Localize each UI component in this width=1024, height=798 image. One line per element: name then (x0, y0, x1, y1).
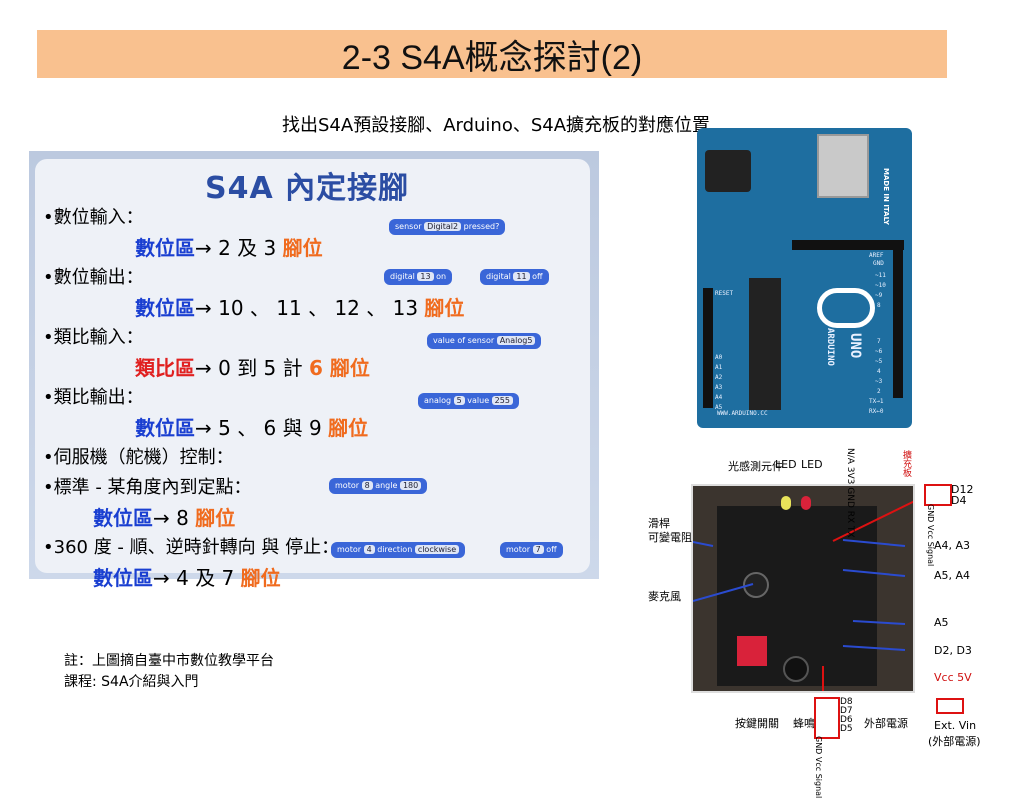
pin-line: 數位區→ 4 及 7 腳位 (93, 566, 281, 590)
analog-pin: A4 (715, 394, 723, 401)
reset-label: RESET (715, 290, 734, 297)
motor-off-block: motor 7 off (500, 542, 563, 558)
pin-line: 數位區→ 8 腳位 (93, 506, 236, 530)
external-power-label: 外部電源 (864, 717, 908, 730)
light-sensor-label: 光感測元件 (728, 460, 783, 473)
a4-a3-label: A4, A3 (934, 539, 971, 552)
bottom-pin-label: D8 (840, 697, 853, 707)
slider-label: 滑桿 (648, 517, 670, 530)
microphone-label: 麥克風 (648, 590, 681, 603)
a5-a4-label: A5, A4 (934, 569, 971, 582)
arduino-uno-board: MADE IN ITALY ARDUINO UNO WWW.ARDUINO.CC… (697, 128, 912, 428)
digital-pin: RX←0 (869, 408, 884, 415)
digital-pin: ~11 (875, 272, 886, 279)
model-label: UNO (847, 333, 863, 359)
made-in-label: MADE IN ITALY (882, 168, 890, 226)
analog-pin: A2 (715, 374, 723, 381)
motor-angle-block: motor 8 angle 180 (329, 478, 428, 494)
bottom-side-label: GND Vcc Signal (814, 736, 823, 798)
bottom-pin-label: D7 (840, 706, 853, 716)
pin-line: 類比區→ 0 到 5 計 6 腳位 (135, 356, 370, 380)
callout-lines (693, 500, 913, 691)
sensor-pressed-block: sensor Digital2 pressed? (389, 219, 506, 235)
subtitle: 找出S4A預設接腳、Arduino、S4A擴充板的對應位置 (282, 115, 711, 136)
yellow-led-icon (781, 496, 791, 510)
pin-line: •數位輸入： (43, 207, 144, 228)
bottom-pin-label: D5 (840, 724, 853, 734)
s4a-pin-list: •數位輸入： 數位區→ 2 及 3 腳位 •數位輸出： 數位區→ 10 、 11… (43, 203, 588, 593)
led-label: LED (775, 458, 797, 471)
title-bar: 2-3 S4A概念探討(2) (37, 30, 947, 78)
analog-pin: A0 (715, 354, 723, 361)
ext-power-label: (外部電源) (928, 735, 981, 748)
footnote-line: 註：上圖摘自臺中市數位教學平台 (64, 653, 274, 669)
digital-pin: ~5 (875, 358, 883, 365)
vcc-5v-label: Vcc 5V (934, 671, 972, 684)
push-button-icon (737, 636, 767, 666)
website-label: WWW.ARDUINO.CC (717, 410, 768, 417)
shield-pin-note: 擴充板 (901, 450, 911, 477)
digital-pin: 7 (877, 338, 881, 345)
s4a-pin-panel: S4A 內定接腳 •數位輸入： 數位區→ 2 及 3 腳位 •數位輸出： 數位區… (29, 151, 599, 590)
digital-pin: 4 (877, 368, 881, 375)
red-led-icon (801, 496, 811, 510)
left-header (703, 288, 713, 408)
pin-line: 數位區→ 2 及 3 腳位 (135, 236, 323, 260)
ext-vin-pin-box (936, 698, 964, 714)
pin-side-label: GND Vcc Signal (926, 504, 935, 567)
analog-pin: A5 (715, 404, 723, 411)
arduino-logo-icon (817, 288, 875, 328)
pin-line: •類比輸入： (43, 327, 144, 348)
pin-line: 數位區→ 5 、 6 與 9 腳位 (135, 416, 369, 440)
value-of-sensor-block: value of sensor Analog5 (427, 333, 542, 349)
s4a-panel-inner: S4A 內定接腳 •數位輸入： 數位區→ 2 及 3 腳位 •數位輸出： 數位區… (35, 159, 590, 590)
bottom-pin-label: D6 (840, 715, 853, 725)
s4a-panel-heading: S4A 內定接腳 (205, 171, 410, 206)
button-label: 按鍵開關 (735, 717, 779, 730)
analog-value-block: analog 5 value 255 (418, 393, 519, 409)
right-header (893, 248, 903, 398)
digital-pin: 8 (877, 302, 881, 309)
d4-label: D4 (951, 494, 967, 507)
usb-port (817, 134, 869, 198)
digital-pin: TX→1 (869, 398, 884, 405)
d12-label: D12 (951, 483, 974, 496)
motor-direction-block: motor 4 direction clockwise (331, 542, 466, 558)
pin-line: •標準 - 某角度內到定點： (43, 477, 252, 498)
digital-pin: ~3 (875, 378, 883, 385)
pin-line: •類比輸出： (43, 387, 144, 408)
page-title: 2-3 S4A概念探討(2) (341, 38, 643, 77)
digital-pin: ~10 (875, 282, 886, 289)
digital-pin: ~6 (875, 348, 883, 355)
s4a-shield-photo (691, 484, 915, 693)
digital-pin: ~9 (875, 292, 883, 299)
buzzer-icon (783, 656, 809, 682)
top-pins-label: N/A 3V3 GND RX TX (845, 448, 855, 538)
led-label: LED (801, 458, 823, 471)
a5-label: A5 (934, 616, 949, 629)
power-jack (705, 150, 751, 192)
pin-line: •360 度 - 順、逆時針轉向 與 停止： (43, 537, 340, 558)
variable-resistor-label: 可變電阻 (648, 531, 692, 544)
d8-d5-pin-box (814, 697, 840, 739)
analog-pin: A3 (715, 384, 723, 391)
pin-line: 數位區→ 10 、 11 、 12 、 13 腳位 (135, 296, 465, 320)
gnd-label: GND (873, 260, 884, 267)
digital-off-block: digital 11 off (480, 269, 549, 285)
digital-header (792, 240, 904, 250)
digital-on-block: digital 13 on (384, 269, 453, 285)
aref-label: AREF (869, 252, 884, 259)
footnote: 註：上圖摘自臺中市數位教學平台 課程: S4A介紹與入門 (64, 651, 274, 693)
microcontroller-chip (749, 278, 781, 410)
pin-line: •數位輸出： (43, 267, 144, 288)
footnote-line: 課程: S4A介紹與入門 (64, 674, 199, 690)
d2-d3-label: D2, D3 (934, 644, 972, 657)
d12-d4-pin-box (924, 484, 952, 506)
pin-line: •伺服機（舵機）控制： (43, 447, 234, 468)
brand-label: ARDUINO (825, 328, 835, 366)
digital-pin: 2 (877, 388, 881, 395)
analog-pin: A1 (715, 364, 723, 371)
ext-vin-label: Ext. Vin (934, 719, 977, 732)
